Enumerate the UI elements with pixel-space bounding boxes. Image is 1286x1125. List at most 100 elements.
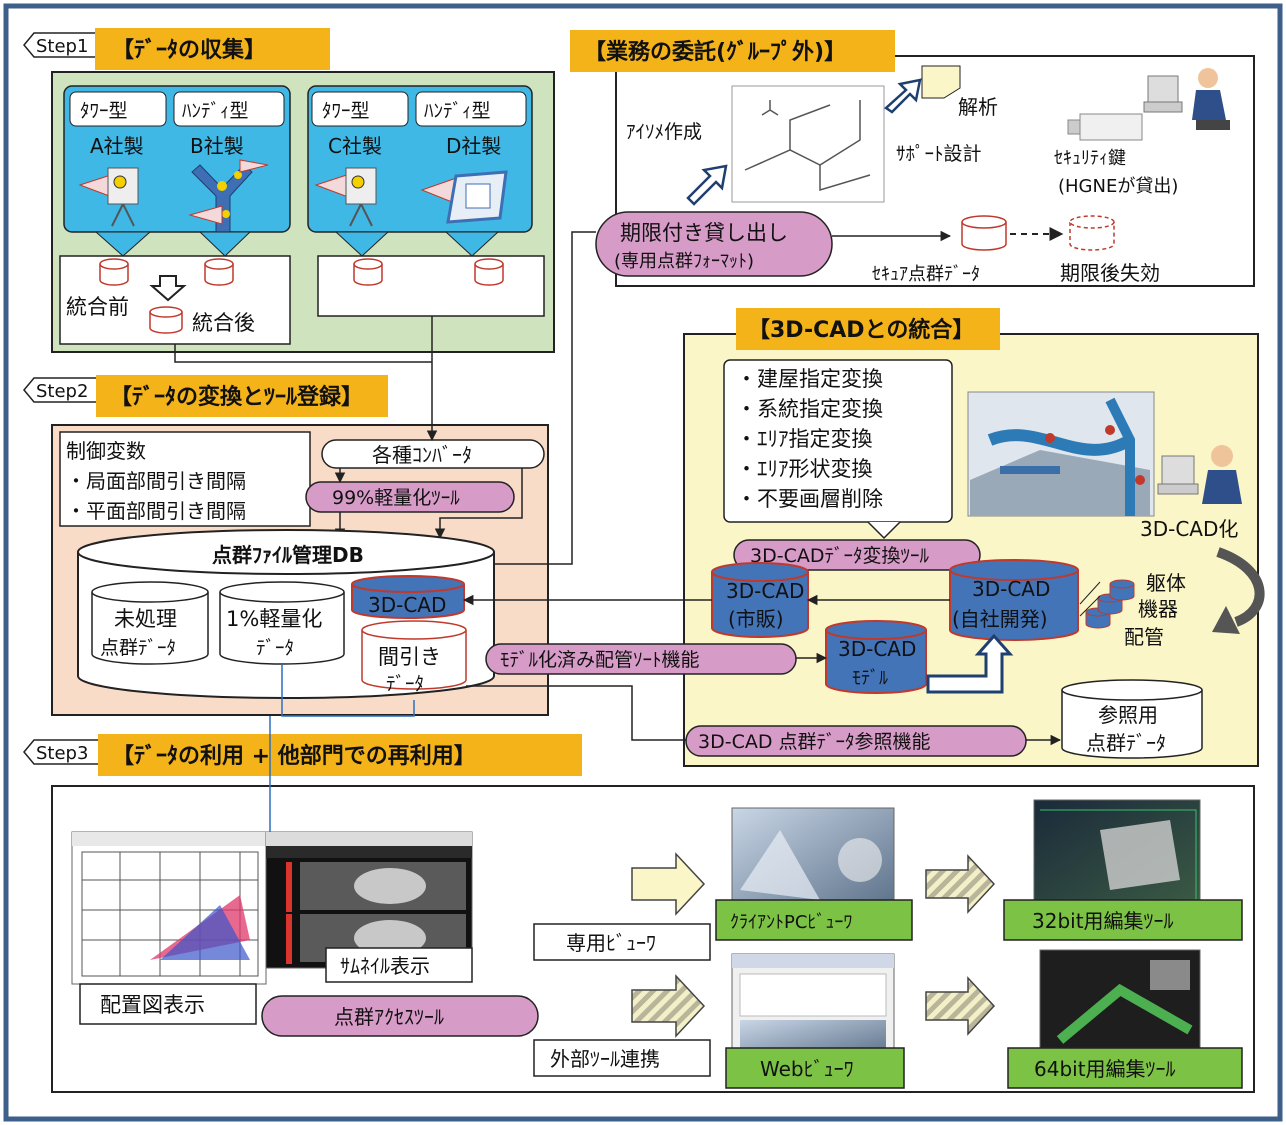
funnel-c [334,231,390,257]
time-limited-loan [595,211,833,277]
usb-key-icon [1079,113,1143,141]
scanner-b-type: ﾊﾝﾃﾞｨ型 [182,100,249,122]
small-cylinders [99,258,504,334]
isometric-drawing [731,85,885,203]
web-viewer-screenshot [731,953,895,1063]
external-tool-label: 外部ﾂｰﾙ連携 [550,1047,660,1071]
access-tool-button [261,995,539,1037]
expire-label: 期限後失効 [1060,261,1160,285]
step2-tag-text: Step2 [36,381,88,402]
layout-label-box [79,983,257,1025]
step1-tag-text: Step1 [36,36,88,57]
raw-data-cylinder [91,581,209,665]
secure-cylinder [961,215,1007,251]
loan-label: 期限付き貸し出し [620,221,788,245]
control-variables-title: 制御変数 [66,439,146,463]
step3-title: 【ﾃﾞｰﾀの利用 + 他部門での再利用】 [112,743,476,769]
cad-operator-icon [1157,445,1242,504]
access-tool-label: 点群ｱｸｾｽﾂｰﾙ [334,1005,444,1029]
isometric-pipe-lines [744,100,871,192]
model-up-arrow-icon [926,633,1014,694]
external-tool-box [533,1039,711,1077]
inhouse-cad-label: 3D-CAD [972,577,1050,601]
step3-tag: Step3 [23,739,109,765]
scanner-c-maker: C社製 [328,134,382,158]
cadify-label: 3D-CAD化 [1140,517,1238,541]
client-viewer-label: ｸﾗｲｱﾝﾄPCﾋﾞｭｰﾜ [730,912,852,933]
reference-label2: 点群ﾃﾞｰﾀ [1086,731,1166,755]
before-merge-label: 統合前 [66,295,129,319]
step2-tag: Step2 [23,377,109,403]
light-data-label: 1%軽量化 [226,607,322,631]
cad-title: 【3D-CADとの統合】 [748,317,974,343]
cad-flow-lines [462,594,1062,746]
cad-render-image [967,391,1155,517]
scanner-a-type-box [69,91,167,127]
client-viewer-screenshot [731,807,895,913]
handy-scanner-b-icon [188,159,269,233]
reference-cylinder [1061,679,1203,759]
cadify-curve-arrow [1216,547,1265,627]
isometric-up-arrow-icon [686,164,728,206]
web-viewer-button [725,1047,905,1089]
option-system: ・系統指定変換 [736,397,883,421]
layout-label: 配置図表示 [100,993,205,1017]
cad-model-label2: ﾓﾃﾞﾙ [852,668,888,689]
expired-cylinder [1069,215,1115,251]
step3-title-band [98,734,582,776]
db-cad-label: 3D-CAD [368,593,446,617]
lighten-tool-label: 99%軽量化ﾂｰﾙ [332,487,460,509]
step2-title-band [96,375,388,417]
outsource-title: 【業務の委託(ｸﾞﾙｰﾌﾟ外)】 [584,39,846,65]
scanner-c-type: ﾀﾜｰ型 [322,100,370,122]
security-key-note: (HGNEが貸出) [1058,176,1178,197]
analysis-up-arrow-icon [883,78,922,114]
pointcloud-reference-label: 3D-CAD 点群ﾃﾞｰﾀ参照機能 [698,731,931,753]
market-cad-cylinder [711,562,809,638]
step1-title: 【ﾃﾞｰﾀの収集】 [112,37,266,63]
thumbnail-screenshot [265,831,473,969]
raw-data-label2: 点群ﾃﾞｰﾀ [100,637,176,659]
editor32-button [1003,899,1243,941]
operator-icon [1143,68,1230,130]
step3-tag-text: Step3 [36,743,88,764]
cad-model-cylinder [825,620,927,694]
scanner-b-type-box [173,91,285,127]
light-data-label2: ﾃﾞｰﾀ [256,637,294,659]
layout-screenshot [71,831,267,985]
lighten-tool-button [305,481,515,513]
pipe-sort-label: ﾓﾃﾞﾙ化済み配管ｿｰﾄ機能 [500,649,700,671]
market-cad-label: 3D-CAD [726,579,804,603]
editor64-screenshot [1039,949,1201,1057]
cad-convert-tool-label: 3D-CADﾃﾞｰﾀ変換ﾂｰﾙ [750,545,929,567]
pointcloud-reference-button [685,725,1027,757]
editor32-label: 32bit用編集ﾂｰﾙ [1032,909,1174,933]
handy-scanner-d-icon [420,170,508,224]
editor32-screenshot [1033,799,1201,905]
option-area: ・ｴﾘｱ指定変換 [736,427,873,451]
thinned-data-cylinder [361,620,467,690]
control-variables-box [59,431,311,527]
cad-cylinder-db [351,575,465,619]
step1-title-band [95,28,330,70]
editor64-label: 64bit用編集ﾂｰﾙ [1034,1057,1176,1081]
step1-tag: Step1 [23,32,109,58]
cad-convert-tool-button [733,539,981,571]
thumbnail-label: ｻﾑﾈｲﾙ表示 [340,954,430,978]
external-arrow-icon [631,974,706,1038]
thumbnail-label-box [325,947,473,983]
part-piping: 配管 [1124,625,1164,649]
merge-down-arrow-icon [149,275,187,302]
options-pointer [867,521,901,540]
to-32bit-arrow-icon [925,854,996,914]
secure-data-label: ｾｷｭｱ点群ﾃﾞｰﾀ [872,264,980,285]
step2-title: 【ﾃﾞｰﾀの変換とﾂｰﾙ登録】 [110,384,363,410]
editor64-button [1007,1047,1243,1089]
control-variable-curved: ・局面部間引き間隔 [66,469,246,493]
db-title: 点群ﾌｧｲﾙ管理DB [212,543,364,567]
dedicated-viewer-box [533,923,711,961]
usb-key-plug [1067,119,1081,135]
security-key-label: ｾｷｭﾘﾃｨ鍵 [1054,148,1126,169]
after-merge-label: 統合後 [192,311,255,335]
